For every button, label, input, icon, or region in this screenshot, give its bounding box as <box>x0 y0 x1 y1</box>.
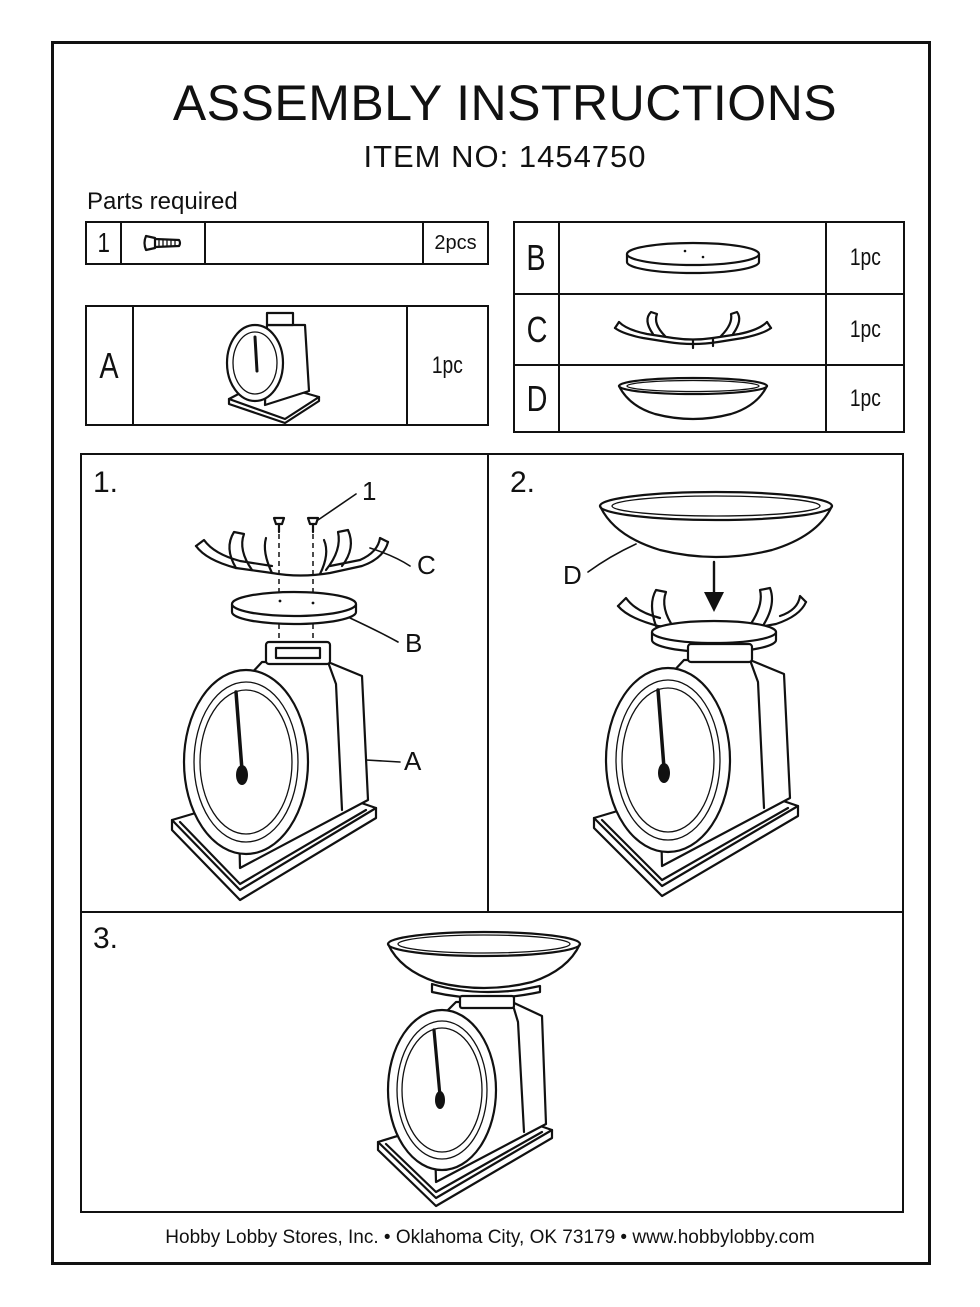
round-plate-icon <box>230 590 358 626</box>
part-b-row: B 1pc <box>515 223 903 295</box>
instruction-sheet-border <box>51 41 931 1265</box>
bowl-icon <box>598 490 834 559</box>
step-3-number: 3. <box>93 922 119 955</box>
pan-support-icon <box>194 528 390 577</box>
part-a-table: A 1pc <box>85 305 489 426</box>
scale-body-icon <box>225 311 321 424</box>
screw-icon <box>272 516 320 534</box>
part-a-id-cell: A <box>87 307 134 424</box>
callout-screw: 1 <box>362 476 377 506</box>
parts-bcd-table: B 1pc C 1pc <box>513 221 905 433</box>
step-1-number: 1. <box>93 466 119 499</box>
part-c-id: C <box>526 308 547 350</box>
step-3-panel <box>80 911 904 1213</box>
part-c-id-cell: C <box>515 295 560 364</box>
part-b-id-cell: B <box>515 223 560 293</box>
footer-text: Hobby Lobby Stores, Inc. • Oklahoma City… <box>165 1227 815 1248</box>
part-d-id-cell: D <box>515 366 560 431</box>
part-a-image-cell <box>134 307 408 424</box>
pan-support-icon <box>613 310 772 349</box>
scale-body-icon <box>592 642 800 898</box>
hardware-qty-cell: 2pcs <box>424 223 487 263</box>
down-arrow-icon <box>704 560 724 612</box>
callout-d: D <box>563 560 582 590</box>
part-a-qty: 1pc <box>432 351 463 379</box>
hardware-id: 1 <box>97 227 110 258</box>
callout-c: C <box>417 550 436 580</box>
part-b-qty-cell: 1pc <box>827 223 903 293</box>
part-b-qty: 1pc <box>849 244 881 271</box>
part-d-qty-cell: 1pc <box>827 366 903 431</box>
hardware-id-cell: 1 <box>87 223 122 263</box>
bowl-icon <box>617 376 768 420</box>
item-number: ITEM NO: 1454750 <box>363 139 647 174</box>
part-c-qty: 1pc <box>849 315 881 343</box>
part-c-qty-cell: 1pc <box>827 295 903 364</box>
assembled-scale-icon <box>376 930 582 1208</box>
hardware-table: 1 2pcs <box>85 221 489 265</box>
hardware-qty: 2pcs <box>434 231 477 254</box>
part-c-image-cell <box>560 295 827 364</box>
round-plate-icon <box>625 241 760 275</box>
part-a-qty-cell: 1pc <box>408 307 487 424</box>
page-title: ASSEMBLY INSTRUCTIONS <box>172 75 838 131</box>
part-a-id: A <box>99 344 120 386</box>
part-d-qty: 1pc <box>849 384 881 412</box>
hardware-image-cell <box>122 223 206 263</box>
scale-body-icon <box>170 640 378 902</box>
part-d-image-cell <box>560 366 827 431</box>
step-2-number: 2. <box>510 466 536 499</box>
screw-icon <box>143 234 182 252</box>
part-c-row: C 1pc <box>515 295 903 366</box>
part-d-id: D <box>526 377 547 419</box>
callout-a: A <box>404 746 422 776</box>
part-b-id: B <box>526 237 547 278</box>
parts-required-label: Parts required <box>87 188 238 215</box>
hardware-blank-cell <box>206 223 424 263</box>
part-d-row: D 1pc <box>515 366 903 431</box>
callout-b: B <box>405 628 423 658</box>
part-b-image-cell <box>560 223 827 293</box>
